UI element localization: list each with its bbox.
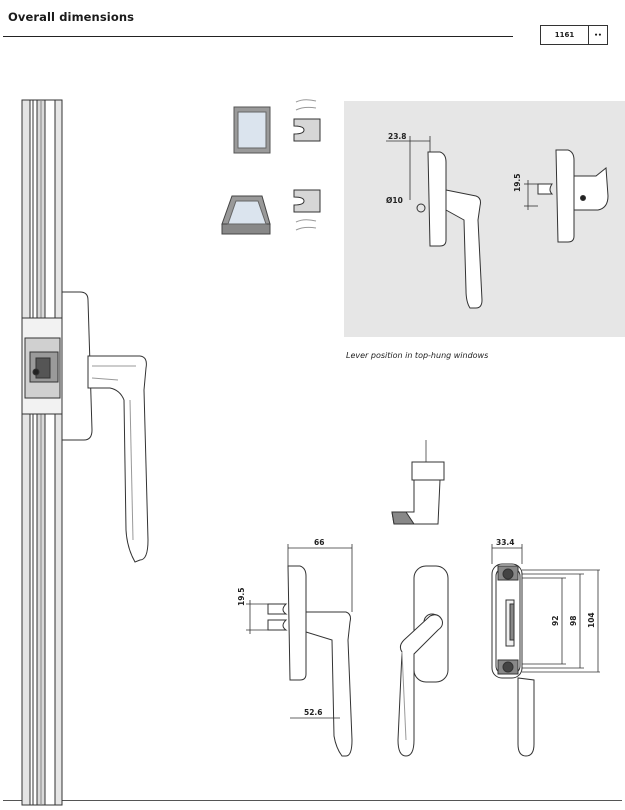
side-elevation-view [246,544,353,757]
dimension-outer-height: 104 [587,612,596,628]
window-profile-drawing [21,99,149,806]
dimension-side-height: 19.5 [237,587,246,606]
dimension-top-side-height: 19.5 [513,173,522,192]
dimension-depth-overall: 66 [314,538,324,547]
product-code-box: 1161 •• [540,25,608,45]
front-elevation-view [397,565,449,757]
lever-position-symbol-icon [293,99,321,231]
dimension-spindle-diameter: Ø10 [386,196,403,205]
product-code: 1161 [541,26,589,44]
dimension-top-offset: 23.8 [388,132,407,141]
handle-perspective-view [391,440,445,525]
page-title: Overall dimensions [8,10,135,24]
dimension-base-width: 33.4 [496,538,515,547]
top-hung-front-view [386,136,483,309]
rear-base-view [491,544,600,757]
header-divider [3,36,513,37]
window-tilt-icon [221,187,278,235]
dimension-mid-height: 98 [569,616,578,626]
footer-divider [3,800,622,801]
top-hung-detail-panel [344,101,625,337]
top-hung-side-view [524,149,609,243]
code-marker: •• [594,31,602,39]
window-fixed-icon [233,106,271,154]
top-hung-caption: Lever position in top-hung windows [346,351,489,360]
dimension-lever-projection: 52.6 [304,708,323,717]
dimension-inner-height: 92 [551,616,560,626]
